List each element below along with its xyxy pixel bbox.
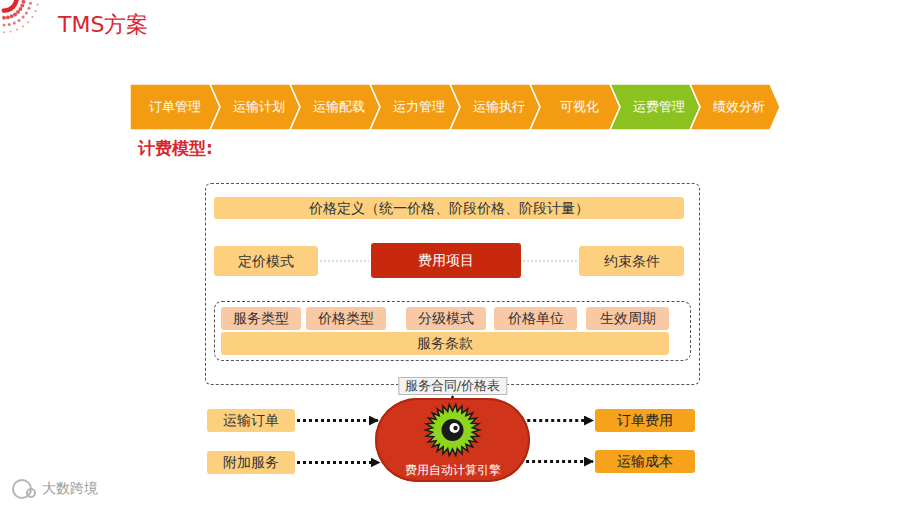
group-caption: 服务合同/价格表 bbox=[398, 377, 507, 395]
connector bbox=[523, 261, 577, 262]
logo-dot bbox=[29, 2, 32, 5]
node-text: 定价模式 bbox=[238, 253, 294, 270]
node-text: 绩效分析 bbox=[705, 99, 765, 115]
logo-dot bbox=[10, 14, 14, 18]
node-text: 费用自动计算引擎 bbox=[405, 463, 501, 477]
process-chevron: 运输执行 bbox=[450, 84, 540, 130]
logo-dot bbox=[16, 29, 18, 31]
price-definition-box: 价格定义（统一价格、阶段价格、阶段计量） bbox=[214, 197, 684, 219]
fee-item-box: 费用项目 bbox=[371, 243, 521, 278]
logo-dot bbox=[2, 8, 7, 13]
node-text: 附加服务 bbox=[223, 454, 279, 471]
term-attribute-box: 分级模式 bbox=[406, 307, 486, 330]
chevron-outline bbox=[610, 84, 700, 130]
node-text: 运输执行 bbox=[465, 99, 525, 115]
constraint-box: 约束条件 bbox=[579, 246, 684, 276]
gear-hub bbox=[442, 419, 464, 441]
logo-dot bbox=[16, 10, 20, 14]
calc-engine: 费用自动计算引擎 bbox=[375, 398, 530, 482]
output-box: 运输成本 bbox=[595, 450, 695, 473]
node-text: 可视化 bbox=[552, 99, 599, 115]
node-text: 价格定义（统一价格、阶段价格、阶段计量） bbox=[309, 200, 589, 217]
input-box: 附加服务 bbox=[207, 451, 295, 474]
logo-dot bbox=[18, 19, 21, 22]
logo-dot bbox=[10, 30, 12, 32]
term-attribute-box: 价格单位 bbox=[494, 307, 577, 330]
chevron-outline bbox=[290, 84, 380, 130]
node-text: 运力管理 bbox=[385, 99, 445, 115]
logo-dot bbox=[36, 4, 38, 6]
watermark-icon bbox=[13, 480, 35, 498]
logo-dot bbox=[22, 16, 25, 19]
chevron-outline bbox=[530, 84, 620, 130]
chevron-outline bbox=[690, 84, 780, 130]
logo-dot bbox=[6, 15, 10, 19]
logo-dot bbox=[25, 12, 28, 15]
node-text: 服务条款 bbox=[417, 335, 473, 352]
node-text: 生效周期 bbox=[600, 310, 656, 327]
node-text: 服务类型 bbox=[233, 310, 289, 327]
logo-dot bbox=[27, 21, 29, 23]
gear-pupil bbox=[453, 426, 457, 430]
process-chevron: 运输计划 bbox=[210, 84, 300, 130]
connector bbox=[527, 419, 593, 422]
logo-dot bbox=[2, 16, 6, 20]
gear-body bbox=[426, 405, 480, 456]
output-box: 订单费用 bbox=[595, 409, 695, 432]
corner-logo bbox=[2, 0, 40, 33]
logo-dot bbox=[27, 7, 30, 10]
watermark-ring bbox=[27, 489, 35, 497]
process-chevron: 可视化 bbox=[530, 84, 620, 130]
process-chevron: 运输配载 bbox=[290, 84, 380, 130]
logo-dot bbox=[3, 31, 5, 33]
chevron-outline bbox=[450, 84, 540, 130]
input-box: 运输订单 bbox=[207, 409, 295, 432]
node-text: 运输成本 bbox=[617, 453, 673, 470]
connector bbox=[297, 419, 378, 422]
connector bbox=[526, 460, 593, 463]
service-terms-box: 服务条款 bbox=[221, 332, 669, 355]
node-text: 费用项目 bbox=[418, 252, 474, 269]
chevron-outline bbox=[210, 84, 300, 130]
process-chevron: 绩效分析 bbox=[690, 84, 780, 130]
node-text: 订单费用 bbox=[617, 412, 673, 429]
node-text: 订单管理 bbox=[149, 99, 201, 115]
term-attribute-box: 服务类型 bbox=[221, 307, 301, 330]
connector bbox=[297, 461, 380, 464]
node-text: 运费管理 bbox=[625, 99, 685, 115]
logo-dot bbox=[3, 24, 6, 27]
node-text: 运输订单 bbox=[223, 412, 279, 429]
logo-dot bbox=[20, 4, 24, 8]
logo-dot bbox=[8, 23, 11, 26]
node-text: 价格类型 bbox=[318, 310, 374, 327]
node-text: 运输计划 bbox=[225, 99, 285, 115]
process-chevron: 订单管理 bbox=[130, 84, 220, 130]
chevron-outline bbox=[130, 84, 220, 130]
logo-dot bbox=[19, 7, 23, 11]
logo-dot bbox=[22, 25, 24, 27]
logo-dot bbox=[35, 10, 37, 12]
watermark-text: 大数跨境 bbox=[42, 480, 98, 498]
connector bbox=[452, 396, 454, 397]
node-text: 约束条件 bbox=[604, 253, 660, 270]
section-label: 计费模型: bbox=[138, 137, 213, 160]
process-chevron: 运力管理 bbox=[370, 84, 460, 130]
slide-title: TMS方案 bbox=[58, 10, 148, 40]
logo-dot bbox=[31, 16, 33, 18]
pricing-box: 定价模式 bbox=[214, 246, 318, 276]
connector bbox=[320, 261, 369, 262]
term-attribute-box: 生效周期 bbox=[586, 307, 669, 330]
logo-dot bbox=[13, 13, 17, 17]
gear-eye bbox=[450, 423, 460, 433]
node-text: 分级模式 bbox=[418, 310, 474, 327]
term-attribute-box: 价格类型 bbox=[306, 307, 386, 330]
model-group: 服务合同/价格表价格定义（统一价格、阶段价格、阶段计量）定价模式费用项目约束条件… bbox=[205, 183, 700, 385]
logo-dot bbox=[21, 0, 25, 4]
logo-dot bbox=[13, 21, 16, 24]
process-chevron: 运费管理 bbox=[610, 84, 700, 130]
node-text: 价格单位 bbox=[508, 310, 564, 327]
node-text: 运输配载 bbox=[305, 99, 365, 115]
chevron-outline bbox=[370, 84, 460, 130]
